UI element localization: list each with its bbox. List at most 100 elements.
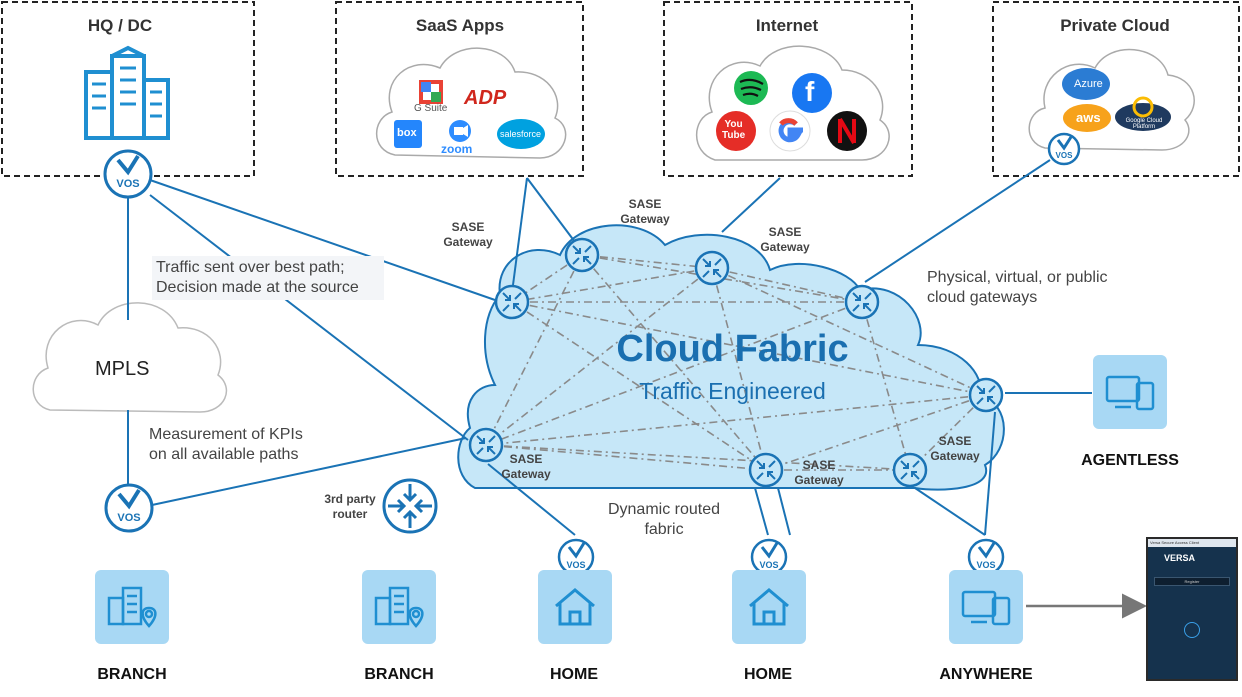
mpls-label: MPLS	[95, 358, 150, 380]
box-icon	[394, 120, 422, 148]
azure-label: Azure	[1074, 78, 1103, 90]
facebook-icon	[792, 73, 832, 113]
cloud-fabric-title: Cloud Fabric	[616, 328, 849, 370]
sase-gateway-icon[interactable]	[694, 250, 730, 286]
router-icon[interactable]	[382, 478, 438, 534]
mpls-cloud-shape	[32, 302, 228, 413]
salesforce-label: salesforce	[500, 129, 542, 139]
vos-label-anywhere: VOS	[976, 560, 996, 570]
sase-gateway-icon[interactable]	[494, 284, 530, 320]
vos-label-home-2: VOS	[759, 560, 779, 570]
sase-label-6-line-1: SASE	[938, 434, 972, 448]
anywhere-label: ANYWHERE	[939, 666, 1033, 683]
sase-label-4-line-1: SASE	[509, 452, 543, 466]
internet-group-box	[663, 1, 913, 177]
best-path-line-1: Traffic sent over best path;	[156, 259, 345, 276]
home-icon-2	[749, 588, 789, 626]
dynamic-line-2: fabric	[644, 521, 684, 538]
facebook-letter: f	[805, 76, 815, 107]
sase-gateway-icon[interactable]	[968, 377, 1004, 413]
connection-lines	[127, 159, 1092, 536]
sase-gateways	[468, 237, 1004, 488]
kpi-annotation: Measurement of KPIs on all available pat…	[149, 425, 379, 465]
vos-label-private: VOS	[1055, 151, 1073, 160]
private-title: Private Cloud	[1060, 16, 1170, 35]
home-label-1: HOME	[550, 666, 598, 683]
home-tile-1[interactable]	[538, 570, 612, 644]
sase-label-1-line-1: SASE	[451, 220, 485, 234]
internet-title: Internet	[755, 16, 819, 35]
vos-node-hq[interactable]	[103, 149, 153, 199]
sase-label-3-line-1: SASE	[768, 225, 802, 239]
sase-label-2-line-1: SASE	[628, 197, 662, 211]
best-path-annotation: Traffic sent over best path; Decision ma…	[152, 256, 384, 300]
gsuite-icon	[419, 80, 443, 104]
private-group-box	[992, 1, 1240, 177]
cloud-fabric-subtitle: Traffic Engineered	[639, 378, 826, 404]
vos-label-branch: VOS	[117, 512, 141, 524]
sase-gateway-icon[interactable]	[564, 237, 600, 273]
youtube-icon	[716, 111, 756, 151]
dynamic-line-1: Dynamic routed	[607, 501, 721, 518]
saas-group-box	[335, 1, 584, 177]
sase-label-6-line-2: Gateway	[930, 449, 980, 463]
vos-node-branch[interactable]	[104, 483, 154, 533]
sase-label-2-line-2: Gateway	[620, 212, 670, 226]
sase-gateway-icon[interactable]	[468, 427, 504, 463]
aws-label: aws	[1076, 110, 1101, 125]
building-icon	[84, 45, 170, 140]
devices-icon	[961, 590, 1011, 626]
zoom-label: zoom	[441, 142, 473, 156]
box-label: box	[397, 127, 417, 139]
adp-label: ADP	[464, 87, 507, 109]
sase-label-4-line-2: Gateway	[501, 467, 551, 481]
gcp-label: Google Cloud Platform	[1125, 118, 1163, 130]
branch-building-icon	[107, 586, 157, 628]
client-window-titlebar: Versa Secure Access Client	[1148, 539, 1236, 547]
vos-node-private[interactable]	[1047, 132, 1081, 166]
sase-gateway-icon[interactable]	[748, 452, 784, 488]
salesforce-icon	[497, 119, 545, 149]
kpi-line-1: Measurement of KPIs	[149, 426, 303, 443]
gateways-line-1: Physical, virtual, or public	[927, 269, 1108, 286]
branch-tile-2[interactable]	[362, 570, 436, 644]
private-cloud-shape	[1028, 48, 1195, 151]
client-brand: VERSA	[1164, 553, 1196, 563]
vos-label-hq: VOS	[116, 178, 140, 190]
sase-gateway-icon[interactable]	[892, 452, 928, 488]
client-window[interactable]: Versa Secure Access Client VERSA Registe…	[1146, 537, 1238, 681]
azure-icon	[1062, 68, 1110, 100]
vos-node-anywhere[interactable]	[967, 538, 1005, 576]
gateways-annotation: Physical, virtual, or public cloud gatew…	[927, 268, 1167, 308]
third-party-line-2: router	[332, 507, 368, 521]
vos-label-home-1: VOS	[566, 560, 586, 570]
sase-label-1-line-2: Gateway	[443, 235, 493, 249]
branch-tile-1[interactable]	[95, 570, 169, 644]
saas-title: SaaS Apps	[415, 16, 505, 35]
branch-building-icon-2	[374, 586, 424, 628]
gateways-line-2: cloud gateways	[927, 289, 1038, 306]
anywhere-tile[interactable]	[949, 570, 1023, 644]
agentless-devices-icon	[1105, 375, 1155, 411]
sase-gateway-icon[interactable]	[844, 284, 880, 320]
home-icon	[555, 588, 595, 626]
power-icon[interactable]	[1184, 622, 1200, 638]
mesh-lines	[485, 254, 987, 471]
client-register-button[interactable]: Register	[1154, 577, 1230, 586]
branch-label-2: BRANCH	[364, 666, 434, 683]
third-party-annotation: 3rd party router	[318, 492, 382, 522]
home-tile-2[interactable]	[732, 570, 806, 644]
dynamic-annotation: Dynamic routed fabric	[594, 500, 734, 540]
home-label-2: HOME	[744, 666, 792, 683]
aws-icon	[1063, 104, 1111, 132]
agentless-tile[interactable]	[1093, 355, 1167, 429]
